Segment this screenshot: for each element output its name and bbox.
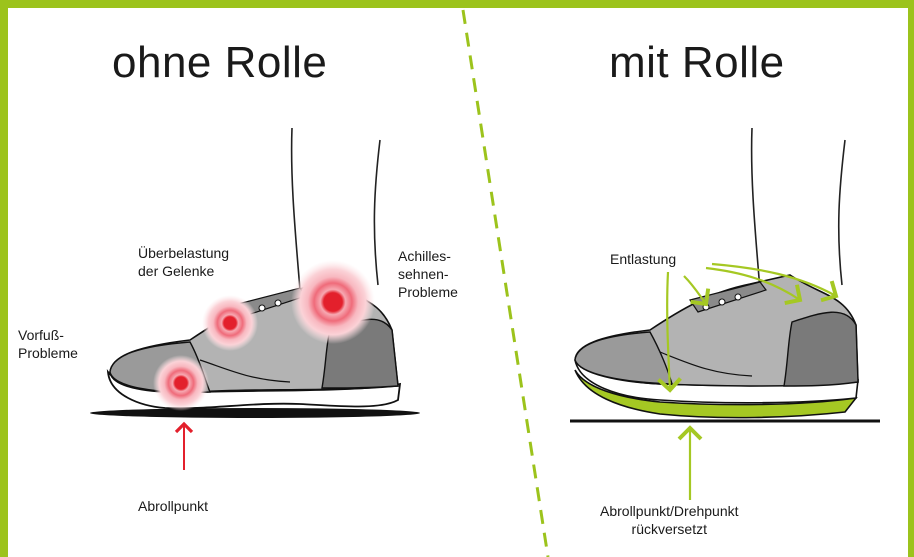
label-achilles-problems: Achilles- sehnen- Probleme	[398, 247, 458, 301]
label-relief: Entlastung	[610, 250, 676, 268]
label-pivot-point: Abrollpunkt/Drehpunkt rückversetzt	[600, 502, 739, 538]
label-roll-point: Abrollpunkt	[138, 497, 208, 515]
pain-spot-icon	[291, 260, 375, 344]
pain-spot-icon	[153, 355, 209, 411]
label-forefoot-problems: Vorfuß- Probleme	[18, 326, 78, 362]
divider-line	[463, 10, 548, 557]
title-without-roll: ohne Rolle	[112, 38, 327, 88]
label-joint-overload: Überbelastung der Gelenke	[138, 244, 229, 280]
pain-spot-icon	[202, 295, 258, 351]
title-with-roll: mit Rolle	[609, 38, 785, 88]
right-shoe	[570, 128, 880, 421]
